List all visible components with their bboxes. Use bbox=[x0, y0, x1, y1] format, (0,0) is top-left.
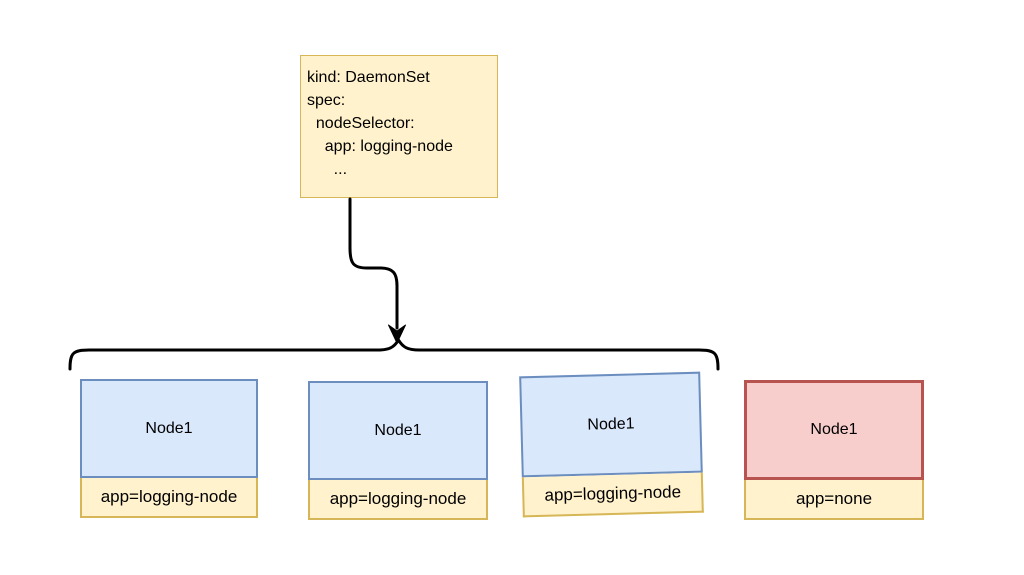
yaml-line-kind: kind: DaemonSet bbox=[307, 69, 430, 86]
node-4-box: Node1 bbox=[744, 380, 924, 480]
yaml-line-spec: spec: bbox=[307, 92, 346, 109]
node-1-label-badge: app=logging-node bbox=[80, 478, 258, 518]
nodes-group-brace bbox=[68, 338, 720, 371]
spec-to-nodes-arrow-line bbox=[348, 197, 399, 330]
node-3: Node1 app=logging-node bbox=[519, 371, 704, 518]
node-1: Node1 app=logging-node bbox=[80, 379, 258, 518]
node-4-excluded: Node1 app=none bbox=[744, 380, 924, 520]
node-3-title: Node1 bbox=[587, 414, 635, 434]
node-3-label-badge: app=logging-node bbox=[521, 472, 704, 518]
node-4-label-badge: app=none bbox=[744, 480, 924, 520]
node-1-title: Node1 bbox=[145, 419, 193, 437]
node-4-title: Node1 bbox=[810, 421, 858, 438]
yaml-line-app: app: logging-node bbox=[307, 138, 453, 155]
daemonset-spec-box: kind: DaemonSet spec: nodeSelector: app:… bbox=[300, 55, 498, 198]
node-2-title: Node1 bbox=[374, 421, 422, 439]
node-3-box: Node1 bbox=[519, 371, 703, 478]
node-2-label-badge: app=logging-node bbox=[308, 480, 488, 520]
arrowhead-icon bbox=[388, 324, 406, 344]
node-2: Node1 app=logging-node bbox=[308, 381, 488, 520]
yaml-line-nodeselector: nodeSelector: bbox=[307, 115, 415, 132]
yaml-line-ellipsis: ... bbox=[307, 161, 348, 178]
node-2-box: Node1 bbox=[308, 381, 488, 480]
node-1-box: Node1 bbox=[80, 379, 258, 478]
